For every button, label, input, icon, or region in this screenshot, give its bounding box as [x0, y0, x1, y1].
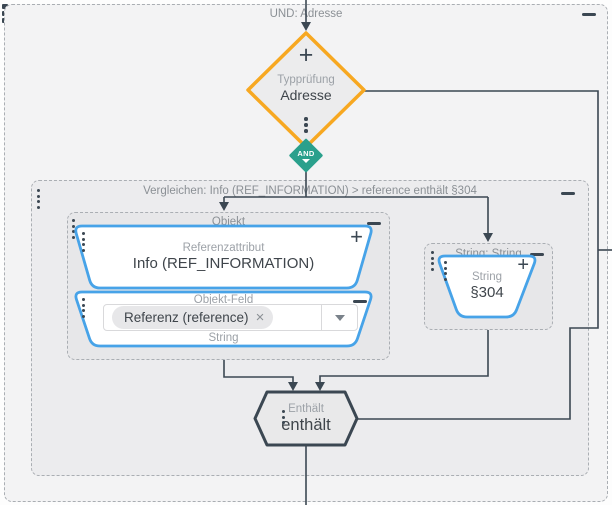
collapse-minus-icon[interactable] — [582, 13, 596, 16]
arrowhead-icon — [301, 22, 311, 31]
drag-handle-icon[interactable] — [82, 232, 85, 252]
collapse-minus-icon[interactable] — [367, 222, 381, 225]
plus-icon[interactable]: + — [298, 41, 314, 69]
dropdown-arrow-icon — [334, 314, 345, 321]
connector-contains-to-and — [358, 90, 599, 420]
field-select[interactable]: Referenz (reference) × — [103, 304, 358, 331]
node-type-label: String — [471, 271, 503, 283]
string-literal-node: + String §304 — [437, 254, 537, 317]
chevron-down-icon — [302, 158, 310, 163]
arrowhead-icon — [288, 382, 298, 391]
arrowhead-icon — [315, 382, 325, 391]
collapse-minus-icon[interactable] — [530, 253, 544, 256]
drag-handle-icon[interactable] — [431, 251, 434, 271]
reference-attribute-node: + Referenzattribut Info (REF_INFORMATION… — [74, 226, 373, 288]
drag-handle-icon[interactable] — [282, 410, 285, 424]
plus-icon[interactable]: + — [517, 254, 529, 276]
close-icon[interactable]: × — [255, 309, 265, 326]
contains-operator-node-shape[interactable] — [253, 390, 359, 447]
string-literal-node-shape[interactable] — [437, 254, 537, 319]
node-type-label: Enthält — [288, 402, 324, 415]
node-type-label: Objekt-Feld — [193, 294, 254, 306]
collapse-minus-icon[interactable] — [353, 300, 367, 303]
object-field-node: Objekt-Feld Referenz (reference) × Strin… — [74, 292, 373, 346]
contains-operator-node: Enthält enthält — [255, 392, 357, 445]
drag-handle-icon[interactable] — [72, 219, 75, 239]
chip-label: Referenz (reference) — [124, 310, 249, 325]
drag-handle-icon[interactable] — [444, 261, 447, 281]
output-type-label: String — [208, 332, 239, 344]
arrowhead-icon — [483, 233, 493, 242]
connector-string-to-contains — [319, 330, 489, 383]
drag-handle-icon[interactable] — [37, 189, 40, 209]
menu-dots-icon[interactable] — [248, 117, 364, 133]
arrowhead-icon — [219, 202, 229, 211]
and-operator-badge[interactable]: AND — [288, 139, 324, 172]
group-title: Vergleichen: Info (REF_INFORMATION) > re… — [143, 185, 477, 197]
and-operator-badge-shape[interactable] — [289, 138, 323, 173]
plus-icon[interactable]: + — [350, 224, 363, 249]
node-value: §304 — [470, 284, 504, 301]
node-value: Adresse — [280, 87, 332, 103]
node-type-label: Typprüfung — [277, 74, 335, 86]
selected-field-chip[interactable]: Referenz (reference) × — [112, 306, 274, 329]
collapse-minus-icon[interactable] — [561, 192, 575, 195]
node-value: Info (REF_INFORMATION) — [132, 255, 315, 272]
connector-objekt-to-contains — [223, 360, 294, 383]
reference-attribute-node-shape[interactable] — [74, 224, 373, 290]
and-label: AND — [297, 148, 315, 158]
drag-handle-icon[interactable] — [82, 298, 85, 318]
connector-and-to-operands — [223, 169, 489, 234]
typecheck-node: + Typprüfung Adresse — [248, 33, 364, 147]
node-type-label: Referenzattribut — [182, 242, 265, 254]
dropdown-button[interactable] — [321, 305, 357, 330]
node-value: enthält — [281, 415, 331, 434]
